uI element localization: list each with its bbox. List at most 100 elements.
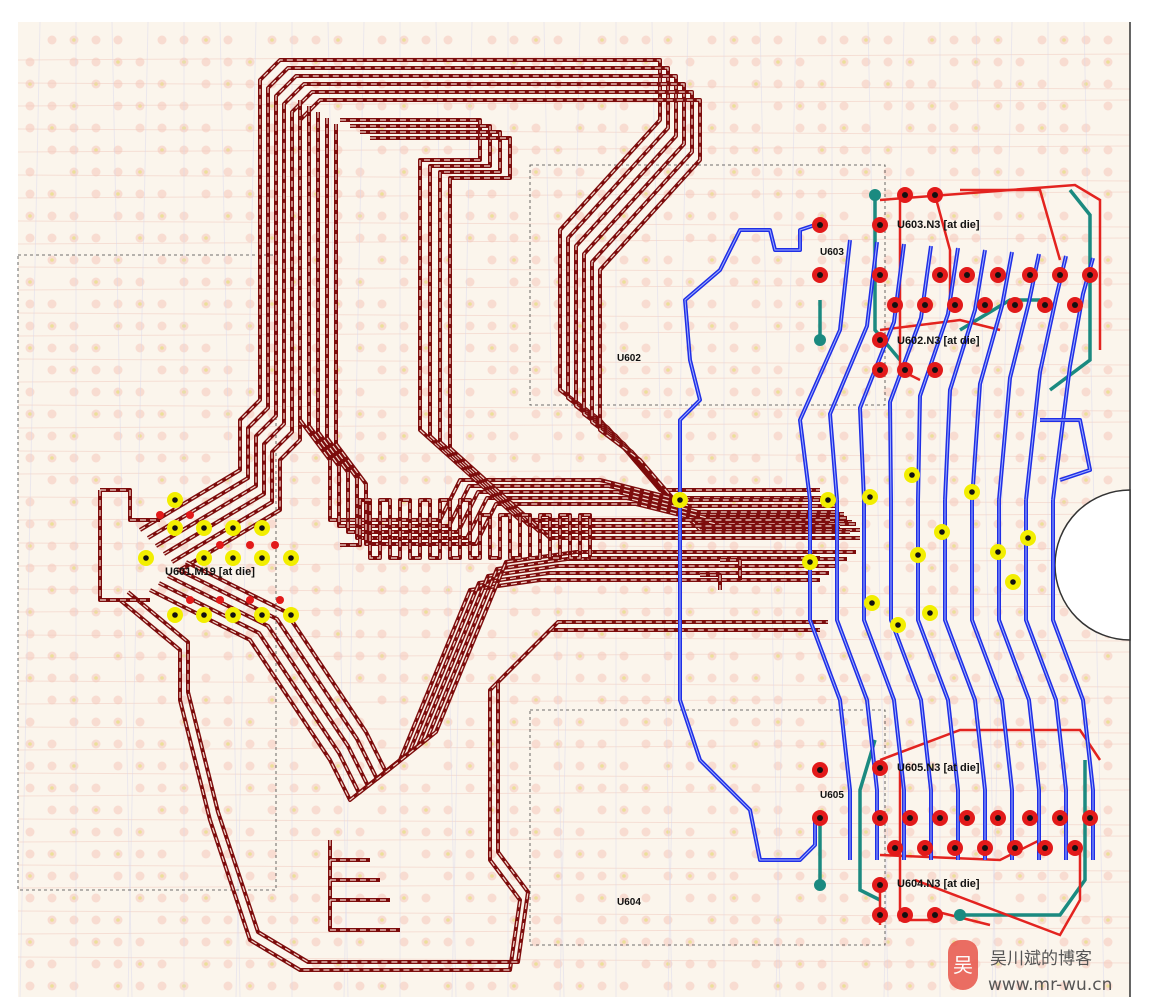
background-pad: [157, 959, 167, 969]
background-pad: [993, 871, 1003, 881]
background-via: [380, 786, 384, 790]
small-red-pad: [216, 596, 224, 604]
background-pad: [487, 101, 497, 111]
background-pad: [663, 277, 673, 287]
background-via: [578, 984, 582, 988]
background-pad: [905, 827, 915, 837]
background-pad: [619, 981, 629, 991]
background-pad: [179, 101, 189, 111]
background-pad: [201, 453, 211, 463]
pad-hole: [1012, 845, 1018, 851]
background-via: [534, 632, 538, 636]
background-via: [380, 852, 384, 856]
background-pad: [223, 915, 233, 925]
background-pad: [245, 871, 255, 881]
background-pad: [1015, 651, 1025, 661]
background-via: [534, 368, 538, 372]
background-pad: [1103, 145, 1113, 155]
background-pad: [443, 805, 453, 815]
background-pad: [333, 585, 343, 595]
background-via: [314, 786, 318, 790]
background-pad: [113, 761, 123, 771]
background-pad: [619, 255, 629, 265]
background-pad: [377, 739, 387, 749]
background-pad: [69, 57, 79, 67]
background-pad: [1081, 915, 1091, 925]
background-via: [1040, 522, 1044, 526]
small-red-pad: [156, 511, 164, 519]
background-pad: [179, 343, 189, 353]
pad-hole: [817, 272, 823, 278]
trace-centerline: [998, 500, 1040, 860]
background-pad: [817, 255, 827, 265]
pin-label-u602: U602.N3 [at die]: [897, 335, 980, 347]
background-pad: [377, 299, 387, 309]
via-hole: [895, 622, 901, 628]
background-pad: [509, 35, 519, 45]
background-via: [1106, 654, 1110, 658]
background-pad: [333, 805, 343, 815]
background-pad: [707, 541, 717, 551]
background-via: [886, 214, 890, 218]
background-pad: [333, 937, 343, 947]
background-pad: [795, 937, 805, 947]
background-pad: [201, 387, 211, 397]
background-via: [468, 830, 472, 834]
via-hole: [969, 489, 975, 495]
background-pad: [509, 827, 519, 837]
background-pad: [443, 739, 453, 749]
background-via: [402, 368, 406, 372]
background-via: [622, 610, 626, 614]
background-trace: [17, 634, 1131, 642]
trace-centerline: [679, 500, 816, 861]
background-via: [138, 830, 142, 834]
background-via: [798, 170, 802, 174]
background-via: [512, 786, 516, 790]
pad-hole: [902, 912, 908, 918]
pad-hole: [892, 845, 898, 851]
background-via: [842, 390, 846, 394]
background-pad: [179, 937, 189, 947]
background-pad: [465, 409, 475, 419]
pad-hole: [877, 765, 883, 771]
background-pad: [839, 805, 849, 815]
background-via: [1040, 984, 1044, 988]
background-pad: [201, 849, 211, 859]
background-pad: [377, 101, 387, 111]
background-pad: [487, 651, 497, 661]
pad-hole: [922, 302, 928, 308]
background-pad: [311, 497, 321, 507]
background-trace: [17, 53, 1131, 61]
background-trace: [127, 21, 149, 998]
background-pad: [553, 717, 563, 727]
background-pad: [25, 233, 35, 243]
background-pad: [839, 145, 849, 155]
background-pad: [619, 101, 629, 111]
background-pad: [311, 607, 321, 617]
background-pad: [1037, 563, 1047, 573]
background-via: [798, 962, 802, 966]
background-pad: [1103, 365, 1113, 375]
background-pad: [685, 431, 695, 441]
background-via: [996, 434, 1000, 438]
background-pad: [135, 189, 145, 199]
background-pad: [1015, 167, 1025, 177]
background-via: [820, 478, 824, 482]
background-pad: [949, 563, 959, 573]
background-pad: [509, 761, 519, 771]
background-pad: [1037, 211, 1047, 221]
background-pad: [905, 299, 915, 309]
pad-hole: [1087, 815, 1093, 821]
background-pad: [729, 123, 739, 133]
background-pad: [377, 475, 387, 485]
background-pad: [751, 299, 761, 309]
background-pad: [135, 937, 145, 947]
background-via: [666, 38, 670, 42]
background-via: [666, 764, 670, 768]
background-via: [578, 456, 582, 460]
background-pad: [47, 695, 57, 705]
background-pad: [377, 233, 387, 243]
background-pad: [377, 409, 387, 419]
